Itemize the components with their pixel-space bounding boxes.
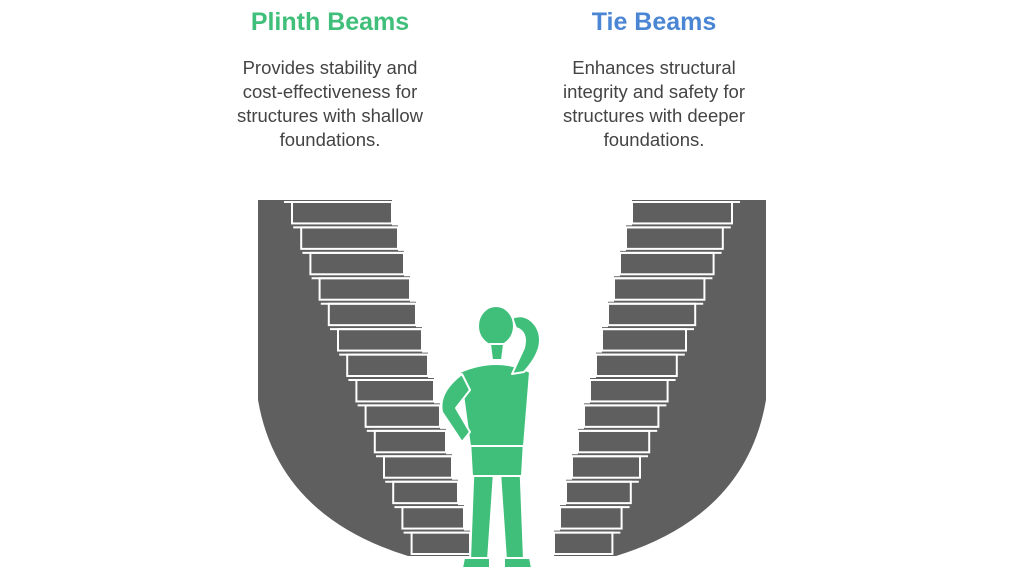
plinth-beams-title: Plinth Beams [250, 8, 410, 36]
tie-desc-line: foundations. [603, 129, 705, 150]
stair-step [613, 277, 706, 301]
stair-step [595, 353, 678, 378]
stair-step [625, 226, 724, 250]
tie-beams-description: Enhances structural integrity and safety… [534, 56, 774, 152]
tie-beams-title: Tie Beams [591, 8, 717, 36]
plinth-desc-line: Provides stability and [242, 57, 418, 78]
person-head [477, 305, 515, 347]
stair-step [327, 302, 417, 327]
stair-step [383, 455, 453, 479]
person-arm-left [440, 373, 471, 443]
plinth-desc-line: cost-effectiveness for [242, 81, 418, 102]
tie-desc-line: structures with deeper [562, 105, 745, 126]
plinth-beams-description: Provides stability and cost-effectivenes… [210, 56, 450, 152]
stair-step [300, 226, 400, 250]
stair-step [309, 251, 405, 276]
stair-step [589, 379, 669, 403]
stair-step [410, 531, 472, 555]
person-torso [459, 363, 531, 447]
stair-step [364, 404, 442, 428]
tie-desc-line: Enhances structural [572, 57, 736, 78]
stair-step [607, 302, 697, 327]
tie-desc-line: integrity and safety for [562, 81, 745, 102]
person-shoe-right [503, 557, 533, 569]
plinth-desc-line: foundations. [279, 129, 381, 150]
stair-step [355, 379, 435, 403]
stair-step [571, 455, 641, 479]
stair-step [619, 251, 715, 276]
stair-step [559, 506, 623, 530]
thinking-person-icon [440, 305, 541, 569]
stair-step [565, 480, 632, 505]
stair-step [373, 429, 447, 454]
stair-step [577, 429, 651, 454]
person-shoe-left [461, 557, 491, 569]
stair-step [583, 404, 660, 428]
staircase-icon [553, 200, 766, 556]
stair-step [553, 531, 614, 555]
stair-step [318, 277, 412, 301]
person-neck [489, 343, 505, 361]
person-arm-right [511, 315, 541, 375]
stair-step [392, 480, 460, 505]
stair-step [401, 506, 465, 530]
stair-step [291, 201, 393, 225]
stair-step [631, 201, 733, 225]
tie-beams-column: Tie Beams Enhances structural integrity … [534, 0, 774, 152]
staircase-icon [258, 200, 472, 556]
stair-step [337, 328, 423, 352]
plinth-desc-line: structures with shallow [236, 105, 424, 126]
plinth-beams-column: Plinth Beams Provides stability and cost… [210, 0, 450, 152]
stair-step [346, 353, 430, 378]
stair-step [601, 328, 687, 352]
